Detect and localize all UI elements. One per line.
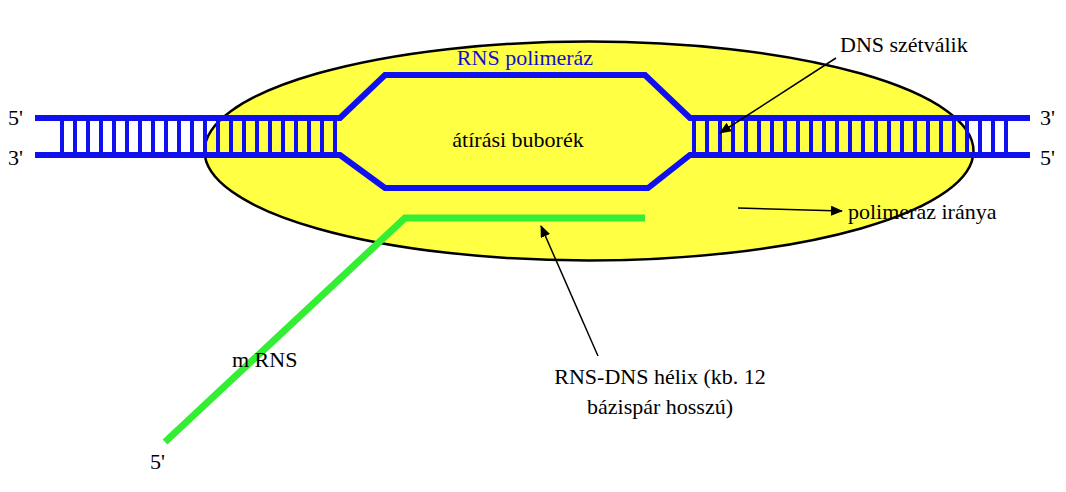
base-pair [848,118,852,155]
base-pair [926,118,930,155]
direction-label: polimeráz iránya [848,200,996,224]
base-pair [718,118,722,155]
base-pair [991,118,995,155]
base-pair [887,118,891,155]
base-pair [822,118,826,155]
base-pair [216,118,220,155]
base-pair [138,118,142,155]
base-pair [783,118,787,155]
base-pair [809,118,813,155]
callout-label: RNS-DNS hélix (kb. 12 bázispár hosszú) [535,362,785,421]
callout-label: DNS szétválik [840,33,968,57]
strand-end: 3' [8,146,23,170]
base-pair [835,118,839,155]
base-pair [255,118,259,155]
base-pair [151,118,155,155]
base-pair [177,118,181,155]
base-pair [190,118,194,155]
base-pair [861,118,865,155]
base-pair [320,118,324,155]
base-pair [99,118,103,155]
base-pair [692,118,696,155]
base-pair [978,118,982,155]
base-pair [952,118,956,155]
base-pair [770,118,774,155]
base-pair [705,118,709,155]
strand-end: 5' [150,450,165,474]
base-pair [333,118,337,155]
mrna-label: m RNS [232,348,297,372]
strand-end: 3' [1040,106,1055,130]
base-pair [294,118,298,155]
base-pair [86,118,90,155]
base-pair [242,118,246,155]
base-pair [900,118,904,155]
polymerase-label: RNS polimeráz [457,46,593,70]
base-pair [965,118,969,155]
bubble-label: átírási buborék [452,128,583,152]
base-pair [796,118,800,155]
base-pair [112,118,116,155]
polymerase-ellipse: RNS polimeráz átírási buborék [203,40,975,262]
strand-end: 5' [1040,146,1055,170]
base-pair [744,118,748,155]
base-pair [60,118,64,155]
base-pair [939,118,943,155]
base-pair [757,118,761,155]
base-pair [874,118,878,155]
base-pair [268,118,272,155]
strand-end: 5' [8,106,23,130]
base-pair [913,118,917,155]
ellipse-outline [203,40,975,262]
base-pair [1004,118,1008,155]
base-pair [164,118,168,155]
base-pair [125,118,129,155]
base-pair [203,118,207,155]
base-pair [281,118,285,155]
base-pair [307,118,311,155]
base-pair [229,118,233,155]
base-pair [73,118,77,155]
